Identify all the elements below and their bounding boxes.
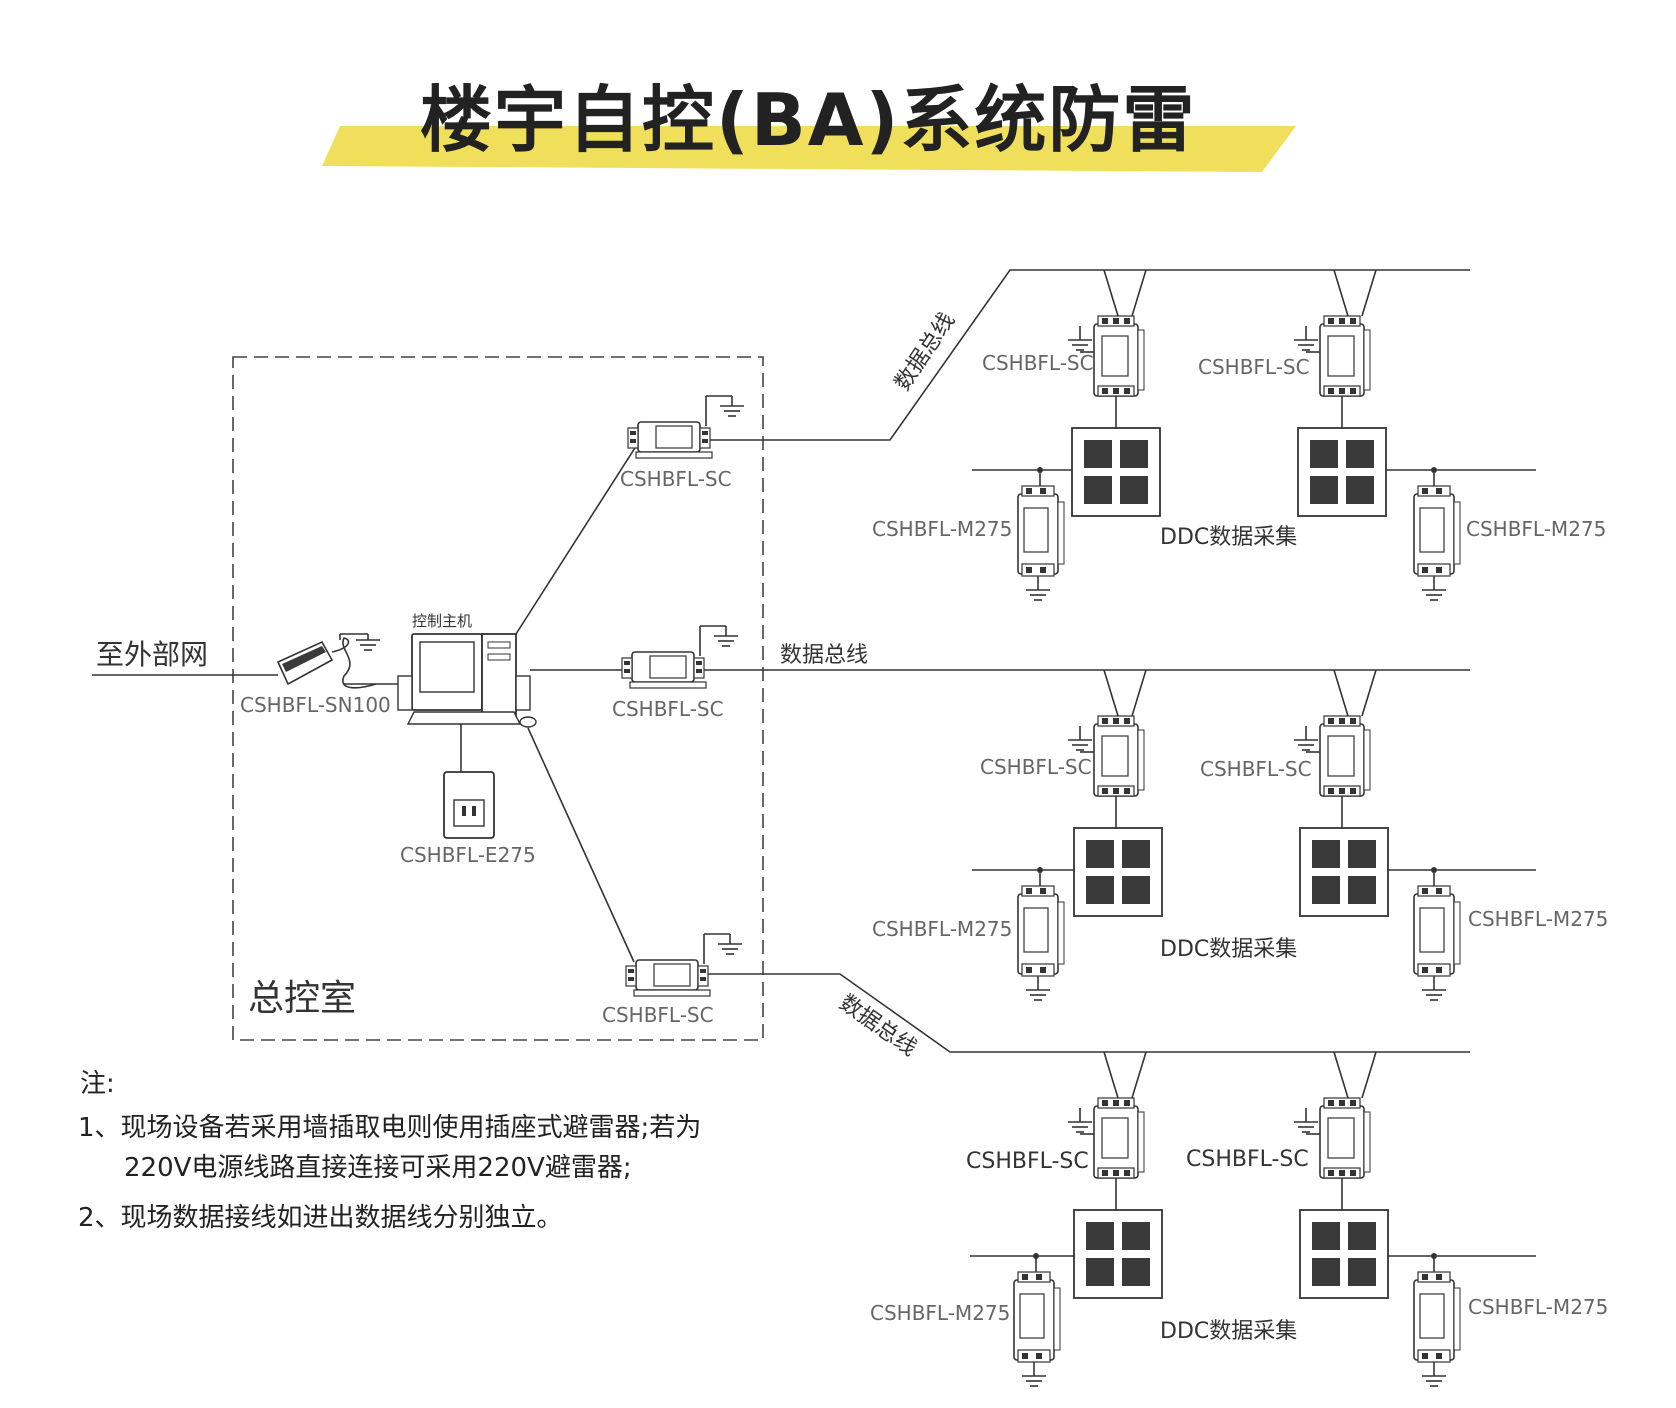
sc-protector-g3-left	[1093, 1097, 1145, 1179]
g2-sc-right-label: CSHBFL-SC	[1200, 757, 1312, 781]
data-bus-top	[710, 269, 1470, 441]
sc-protector-g1-left	[1093, 315, 1145, 397]
field-group-1	[972, 269, 1536, 601]
g1-ddc-label: DDC数据采集	[1160, 525, 1297, 550]
sc-top-label: CSHBFL-SC	[620, 467, 732, 491]
sc-bot-label: CSHBFL-SC	[602, 1003, 714, 1027]
sc-protector-mid	[621, 651, 707, 689]
title-banner: 楼宇自控(BA)系统防雷	[322, 78, 1296, 172]
data-bus-bot	[708, 973, 1470, 1053]
sc-protector-g2-right	[1319, 715, 1371, 797]
g2-sc-left-label: CSHBFL-SC	[980, 755, 1092, 779]
sn100-protector	[276, 633, 406, 689]
sc-protector-g2-left	[1093, 715, 1145, 797]
title-highlight	[322, 126, 1296, 172]
g2-m-left-label: CSHBFL-M275	[872, 917, 1012, 941]
page-title: 楼宇自控(BA)系统防雷	[420, 78, 1196, 162]
g1-m-right-label: CSHBFL-M275	[1466, 517, 1606, 541]
control-room-label: 总控室	[248, 978, 356, 1019]
g2-ddc-label: DDC数据采集	[1160, 937, 1297, 962]
g3-m-right-label: CSHBFL-M275	[1468, 1295, 1608, 1319]
ddc-collector-g2-right	[1299, 827, 1389, 917]
m275-protector-g1-right	[1413, 485, 1461, 577]
speaker-left	[397, 675, 413, 711]
g1-sc-right-label: CSHBFL-SC	[1198, 355, 1310, 379]
keyboard	[406, 711, 522, 725]
notes-heading: 注:	[80, 1069, 115, 1099]
g1-m-left-label: CSHBFL-M275	[872, 517, 1012, 541]
m275-protector-g3-right	[1413, 1271, 1461, 1363]
g1-sc-left-label: CSHBFL-SC	[982, 351, 1094, 375]
notes: 注: 1、现场设备若采用墙插取电则使用插座式避雷器;若为 220V电源线路直接连…	[78, 1069, 701, 1233]
e275-socket-protector	[443, 771, 495, 839]
sc-protector-top	[627, 421, 713, 459]
ddc-collector-g3-right	[1299, 1209, 1389, 1299]
sc-protector-bot	[625, 959, 711, 997]
g3-ddc-label: DDC数据采集	[1160, 1319, 1297, 1344]
control-host-computer	[397, 633, 537, 728]
e275-label: CSHBFL-E275	[400, 843, 536, 867]
link-host-sc-bot	[527, 727, 635, 963]
note-1-cont: 220V电源线路直接连接可采用220V避雷器;	[124, 1153, 632, 1183]
m275-protector-g1-left	[1017, 485, 1065, 577]
field-group-3	[970, 1051, 1536, 1387]
ddc-collector-g1-right	[1297, 427, 1387, 517]
g3-sc-left-label: CSHBFL-SC	[966, 1149, 1089, 1174]
note-1: 1、现场设备若采用墙插取电则使用插座式避雷器;若为	[78, 1113, 701, 1143]
g2-m-right-label: CSHBFL-M275	[1468, 907, 1608, 931]
m275-protector-g2-left	[1017, 885, 1065, 977]
control-host-label: 控制主机	[412, 612, 472, 630]
control-room-boundary	[232, 356, 764, 1041]
speaker-right	[515, 675, 531, 711]
bus-label-top: 数据总线	[890, 308, 960, 395]
field-group-2	[972, 669, 1536, 1001]
m275-protector-g3-left	[1013, 1271, 1061, 1363]
link-host-sc-top	[515, 439, 641, 635]
m275-protector-g2-right	[1413, 885, 1461, 977]
sc-protector-g3-right	[1319, 1097, 1371, 1179]
mouse	[519, 716, 537, 728]
sn100-label: CSHBFL-SN100	[240, 693, 391, 717]
sc-mid-label: CSHBFL-SC	[612, 697, 724, 721]
bus-label-mid: 数据总线	[780, 643, 868, 668]
note-2: 2、现场数据接线如进出数据线分别独立。	[78, 1203, 563, 1233]
g3-sc-right-label: CSHBFL-SC	[1186, 1147, 1309, 1172]
ddc-collector-g1-left	[1071, 427, 1161, 517]
external-network-label: 至外部网	[96, 638, 208, 671]
g3-m-left-label: CSHBFL-M275	[870, 1301, 1010, 1325]
sc-protector-g1-right	[1319, 315, 1371, 397]
ddc-collector-g2-left	[1073, 827, 1163, 917]
ddc-collector-g3-left	[1073, 1209, 1163, 1299]
